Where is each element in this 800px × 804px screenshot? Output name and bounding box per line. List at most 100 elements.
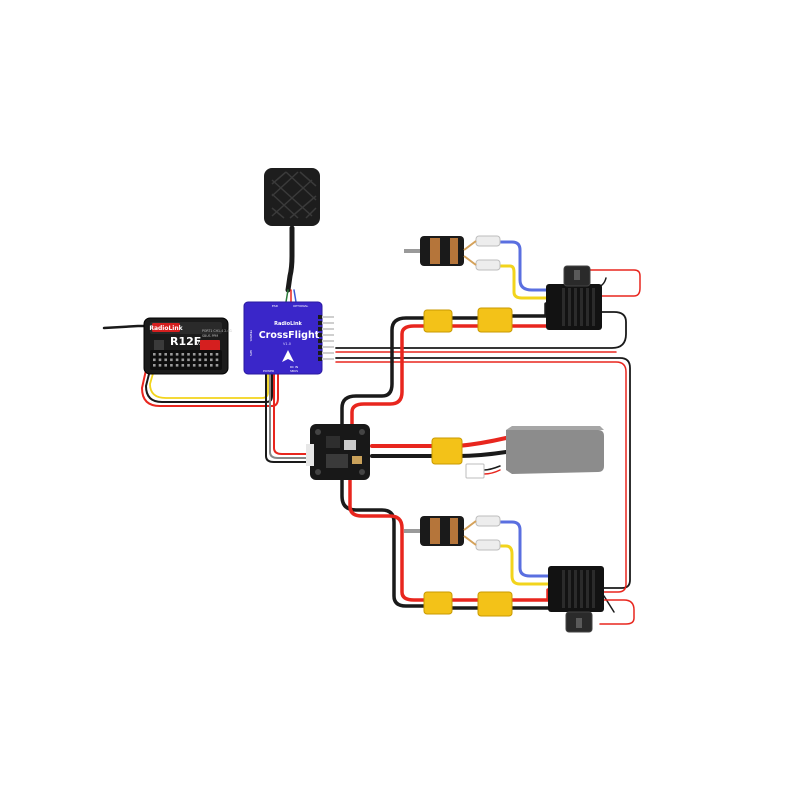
receiver-brand: RadioLink <box>149 325 183 332</box>
receiver-pin <box>187 358 190 362</box>
fc-pin-header <box>318 339 322 343</box>
pdb-to-bottom-red <box>348 474 426 602</box>
fc-brand: RadioLink <box>274 321 302 327</box>
receiver-pin-block <box>150 350 222 370</box>
esc-fin <box>562 288 565 326</box>
receiver-pin <box>158 364 162 367</box>
esc-fin <box>592 570 595 608</box>
esc-top-fins <box>562 288 595 326</box>
fc-pin <box>322 340 334 342</box>
brushed-motor-top <box>404 235 501 271</box>
receiver-pin <box>210 358 213 362</box>
receiver-pin <box>164 358 167 362</box>
receiver-pin <box>175 353 179 356</box>
balance-lead-red <box>483 469 501 475</box>
receiver-pin <box>204 364 207 367</box>
receiver-pin <box>153 353 156 356</box>
motor-bottom-copper-2 <box>450 518 458 544</box>
vtx-cable <box>285 225 295 293</box>
fc-pin-header <box>318 333 322 337</box>
esc-bottom-fins <box>562 570 595 608</box>
motor-top-bullet-1 <box>475 235 501 247</box>
vtx-wire-blue <box>293 289 297 303</box>
fc-pin-header <box>318 327 322 331</box>
top-motor-yellow-wire <box>498 264 550 300</box>
top-switch-red <box>589 269 641 297</box>
receiver-small-label-1: PORT1 CH1-4 2.4G <box>202 329 232 333</box>
esc-fin <box>568 288 571 326</box>
receiver: RadioLink R12F V2.0 PORT1 CH1-4 2.4G SBU… <box>143 317 232 375</box>
fc-pin-header <box>318 315 322 319</box>
battery-body <box>506 430 604 474</box>
esc-bottom-switch-toggle <box>576 618 582 628</box>
receiver-pin <box>153 358 156 362</box>
sbus-wire-black <box>145 369 273 403</box>
xt60-battery <box>431 437 463 465</box>
pdb-to-bottom-black <box>340 474 426 608</box>
pdb-to-top-red <box>350 324 426 428</box>
receiver-pin <box>175 358 179 362</box>
fc-left-label-2: GPS <box>249 350 253 356</box>
receiver-pin <box>215 358 219 362</box>
fc-pin <box>322 358 334 360</box>
receiver-pin <box>181 353 185 356</box>
receiver-pin <box>170 364 173 367</box>
fc-pin-header <box>318 321 322 325</box>
antenna-icon <box>264 168 320 226</box>
motor-top-shaft <box>404 249 420 253</box>
balance-connector <box>465 463 485 479</box>
receiver-pin <box>153 364 156 367</box>
pdb-hole-4 <box>359 469 365 475</box>
battery-lead-red <box>456 436 508 448</box>
pdb-chip-2 <box>344 440 356 450</box>
motor-top-copper-2 <box>450 238 458 264</box>
pdb-to-top-black <box>340 316 426 428</box>
vtx-wire-green <box>285 289 289 303</box>
fc-pin <box>322 322 334 324</box>
fc-to-esc-bottom-signal-red <box>335 361 627 593</box>
receiver-pin <box>175 364 179 367</box>
motor-bottom-shaft <box>404 529 420 533</box>
xt60-bottom-right <box>477 591 513 617</box>
receiver-pin <box>192 364 196 367</box>
pdb-connector <box>306 444 314 466</box>
receiver-pin <box>181 358 185 362</box>
fc-bottom-label-3: SBUS <box>290 369 298 373</box>
esc-fin <box>574 288 577 326</box>
receiver-pin <box>204 353 207 356</box>
receiver-pin <box>204 358 207 362</box>
pdb-hole-1 <box>315 429 321 435</box>
esc-fin <box>574 570 577 608</box>
bottom-esc-red <box>510 588 550 602</box>
fc-pin <box>322 352 334 354</box>
battery-top <box>506 426 604 430</box>
receiver-brand-plate <box>152 323 180 332</box>
top-esc-black <box>510 302 548 318</box>
esc-fin <box>562 570 565 608</box>
pdb-pad <box>352 456 362 464</box>
receiver-pin <box>164 353 167 356</box>
fc-bottom-label-1: POWER <box>263 369 274 373</box>
fc-arrow-icon <box>282 350 294 362</box>
motor-bottom-bullet-2 <box>475 539 501 551</box>
receiver-pin <box>215 364 219 367</box>
receiver-pin <box>210 364 213 367</box>
receiver-pin <box>215 353 219 356</box>
receiver-pin <box>198 358 202 362</box>
receiver-pin <box>181 364 185 367</box>
power-distribution-board <box>306 424 370 480</box>
esc-fin <box>580 570 583 608</box>
fc-body <box>243 301 323 375</box>
motor-bottom-copper-1 <box>430 518 440 544</box>
esc-fin <box>586 288 589 326</box>
fc-version: V1.0 <box>283 342 291 346</box>
bottom-switch-red <box>599 599 635 625</box>
fc-power-wire-red <box>273 373 313 455</box>
fc-pin <box>322 316 334 318</box>
fc-name: CrossFlight <box>259 330 320 341</box>
motor-bottom-bullet-1 <box>475 515 501 527</box>
bottom-motor-yellow-wire <box>498 544 550 586</box>
xt60-bottom-left <box>423 591 453 615</box>
fc-to-esc-top-signal-black <box>335 311 627 349</box>
